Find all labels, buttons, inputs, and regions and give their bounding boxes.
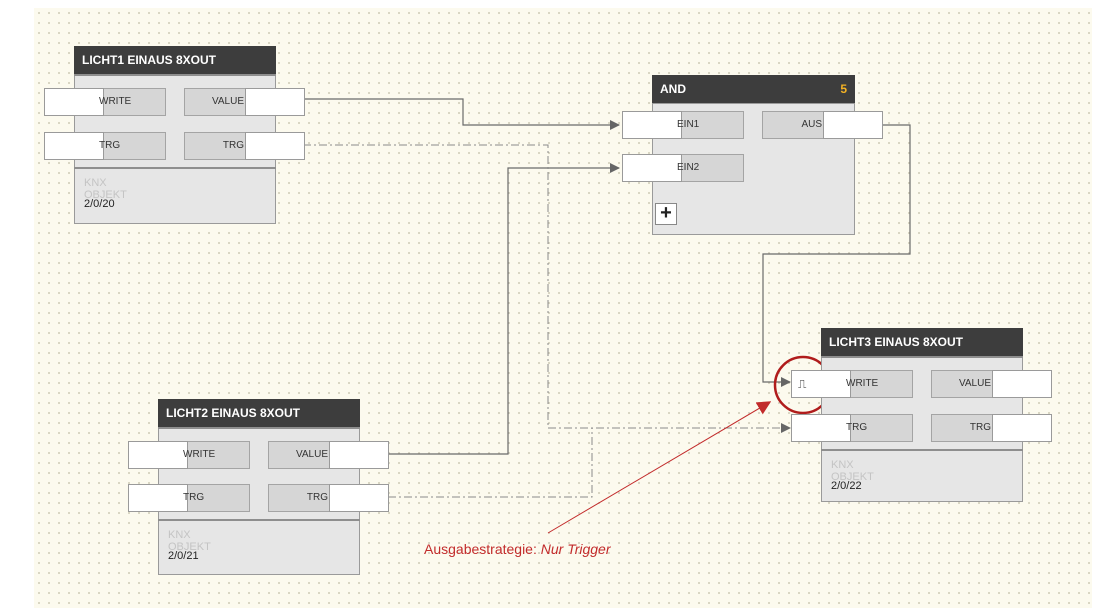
block-title[interactable]: LICHT3 EINAUS 8XOUT [821,328,1023,356]
output-port-value[interactable]: VALUE [931,370,1052,398]
and-title: AND [660,82,686,96]
output-connector[interactable] [329,484,389,512]
knx-object-address: 2/0/22 [831,480,862,492]
port-label: TRG [222,140,244,151]
port-label: WRITE [183,449,216,460]
input-connector[interactable] [791,414,851,442]
divider [158,519,360,521]
knx-object-label: KNX OBJEKT [168,529,211,553]
divider [74,167,276,169]
port-label: TRG [306,492,328,503]
output-connector[interactable] [823,111,883,139]
input-port-write[interactable]: WRITE [44,88,166,116]
divider [74,74,276,76]
port-label: VALUE [295,449,328,460]
output-port-trg[interactable]: TRG [184,132,305,160]
output-port-trg[interactable]: TRG [268,484,389,512]
knx-object-label: KNX OBJEKT [831,459,874,483]
annotation-text: Ausgabestrategie: Nur Trigger [424,541,611,557]
output-connector[interactable] [329,441,389,469]
annotation-prefix: Ausgabestrategie: [424,541,541,557]
knx-object-label: KNX OBJEKT [84,177,127,201]
block-title[interactable]: LICHT2 EINAUS 8XOUT [158,399,360,427]
input-connector[interactable] [622,154,682,182]
knx-object-address: 2/0/20 [84,198,115,210]
output-port-value[interactable]: VALUE [268,441,389,469]
port-label: EIN1 [677,119,700,130]
port-label: VALUE [958,378,991,389]
block-number: 5 [840,82,847,96]
input-connector[interactable] [622,111,682,139]
input-connector[interactable] [128,484,188,512]
output-connector[interactable] [245,88,305,116]
input-port-write[interactable]: ⎍ WRITE [791,370,913,398]
output-port-aus[interactable]: AUS [762,111,883,139]
input-port-ein1[interactable]: EIN1 [622,111,744,139]
port-label: WRITE [846,378,879,389]
output-connector[interactable] [245,132,305,160]
input-connector[interactable] [791,370,851,398]
input-port-write[interactable]: WRITE [128,441,250,469]
output-port-trg[interactable]: TRG [931,414,1052,442]
block-title[interactable]: AND 5 [652,75,855,103]
divider [158,427,360,429]
annotation-emphasis: Nur Trigger [540,541,611,557]
port-label: WRITE [99,96,132,107]
divider [821,449,1023,451]
output-connector[interactable] [992,370,1052,398]
output-connector[interactable] [992,414,1052,442]
port-label: TRG [183,492,205,503]
port-label: TRG [846,422,868,433]
add-input-button[interactable]: + [655,203,677,225]
divider [821,356,1023,358]
input-port-trg[interactable]: TRG [791,414,913,442]
port-label: EIN2 [677,162,700,173]
input-connector[interactable] [44,88,104,116]
port-label: TRG [99,140,121,151]
block-title[interactable]: LICHT1 EINAUS 8XOUT [74,46,276,74]
port-label: TRG [969,422,991,433]
input-connector[interactable] [128,441,188,469]
trigger-strategy-icon[interactable]: ⎍ [798,377,807,391]
input-port-ein2[interactable]: EIN2 [622,154,744,182]
input-port-trg[interactable]: TRG [44,132,166,160]
input-connector[interactable] [44,132,104,160]
port-label: AUS [801,119,822,130]
knx-object-address: 2/0/21 [168,550,199,562]
port-label: VALUE [211,96,244,107]
input-port-trg[interactable]: TRG [128,484,250,512]
output-port-value[interactable]: VALUE [184,88,305,116]
